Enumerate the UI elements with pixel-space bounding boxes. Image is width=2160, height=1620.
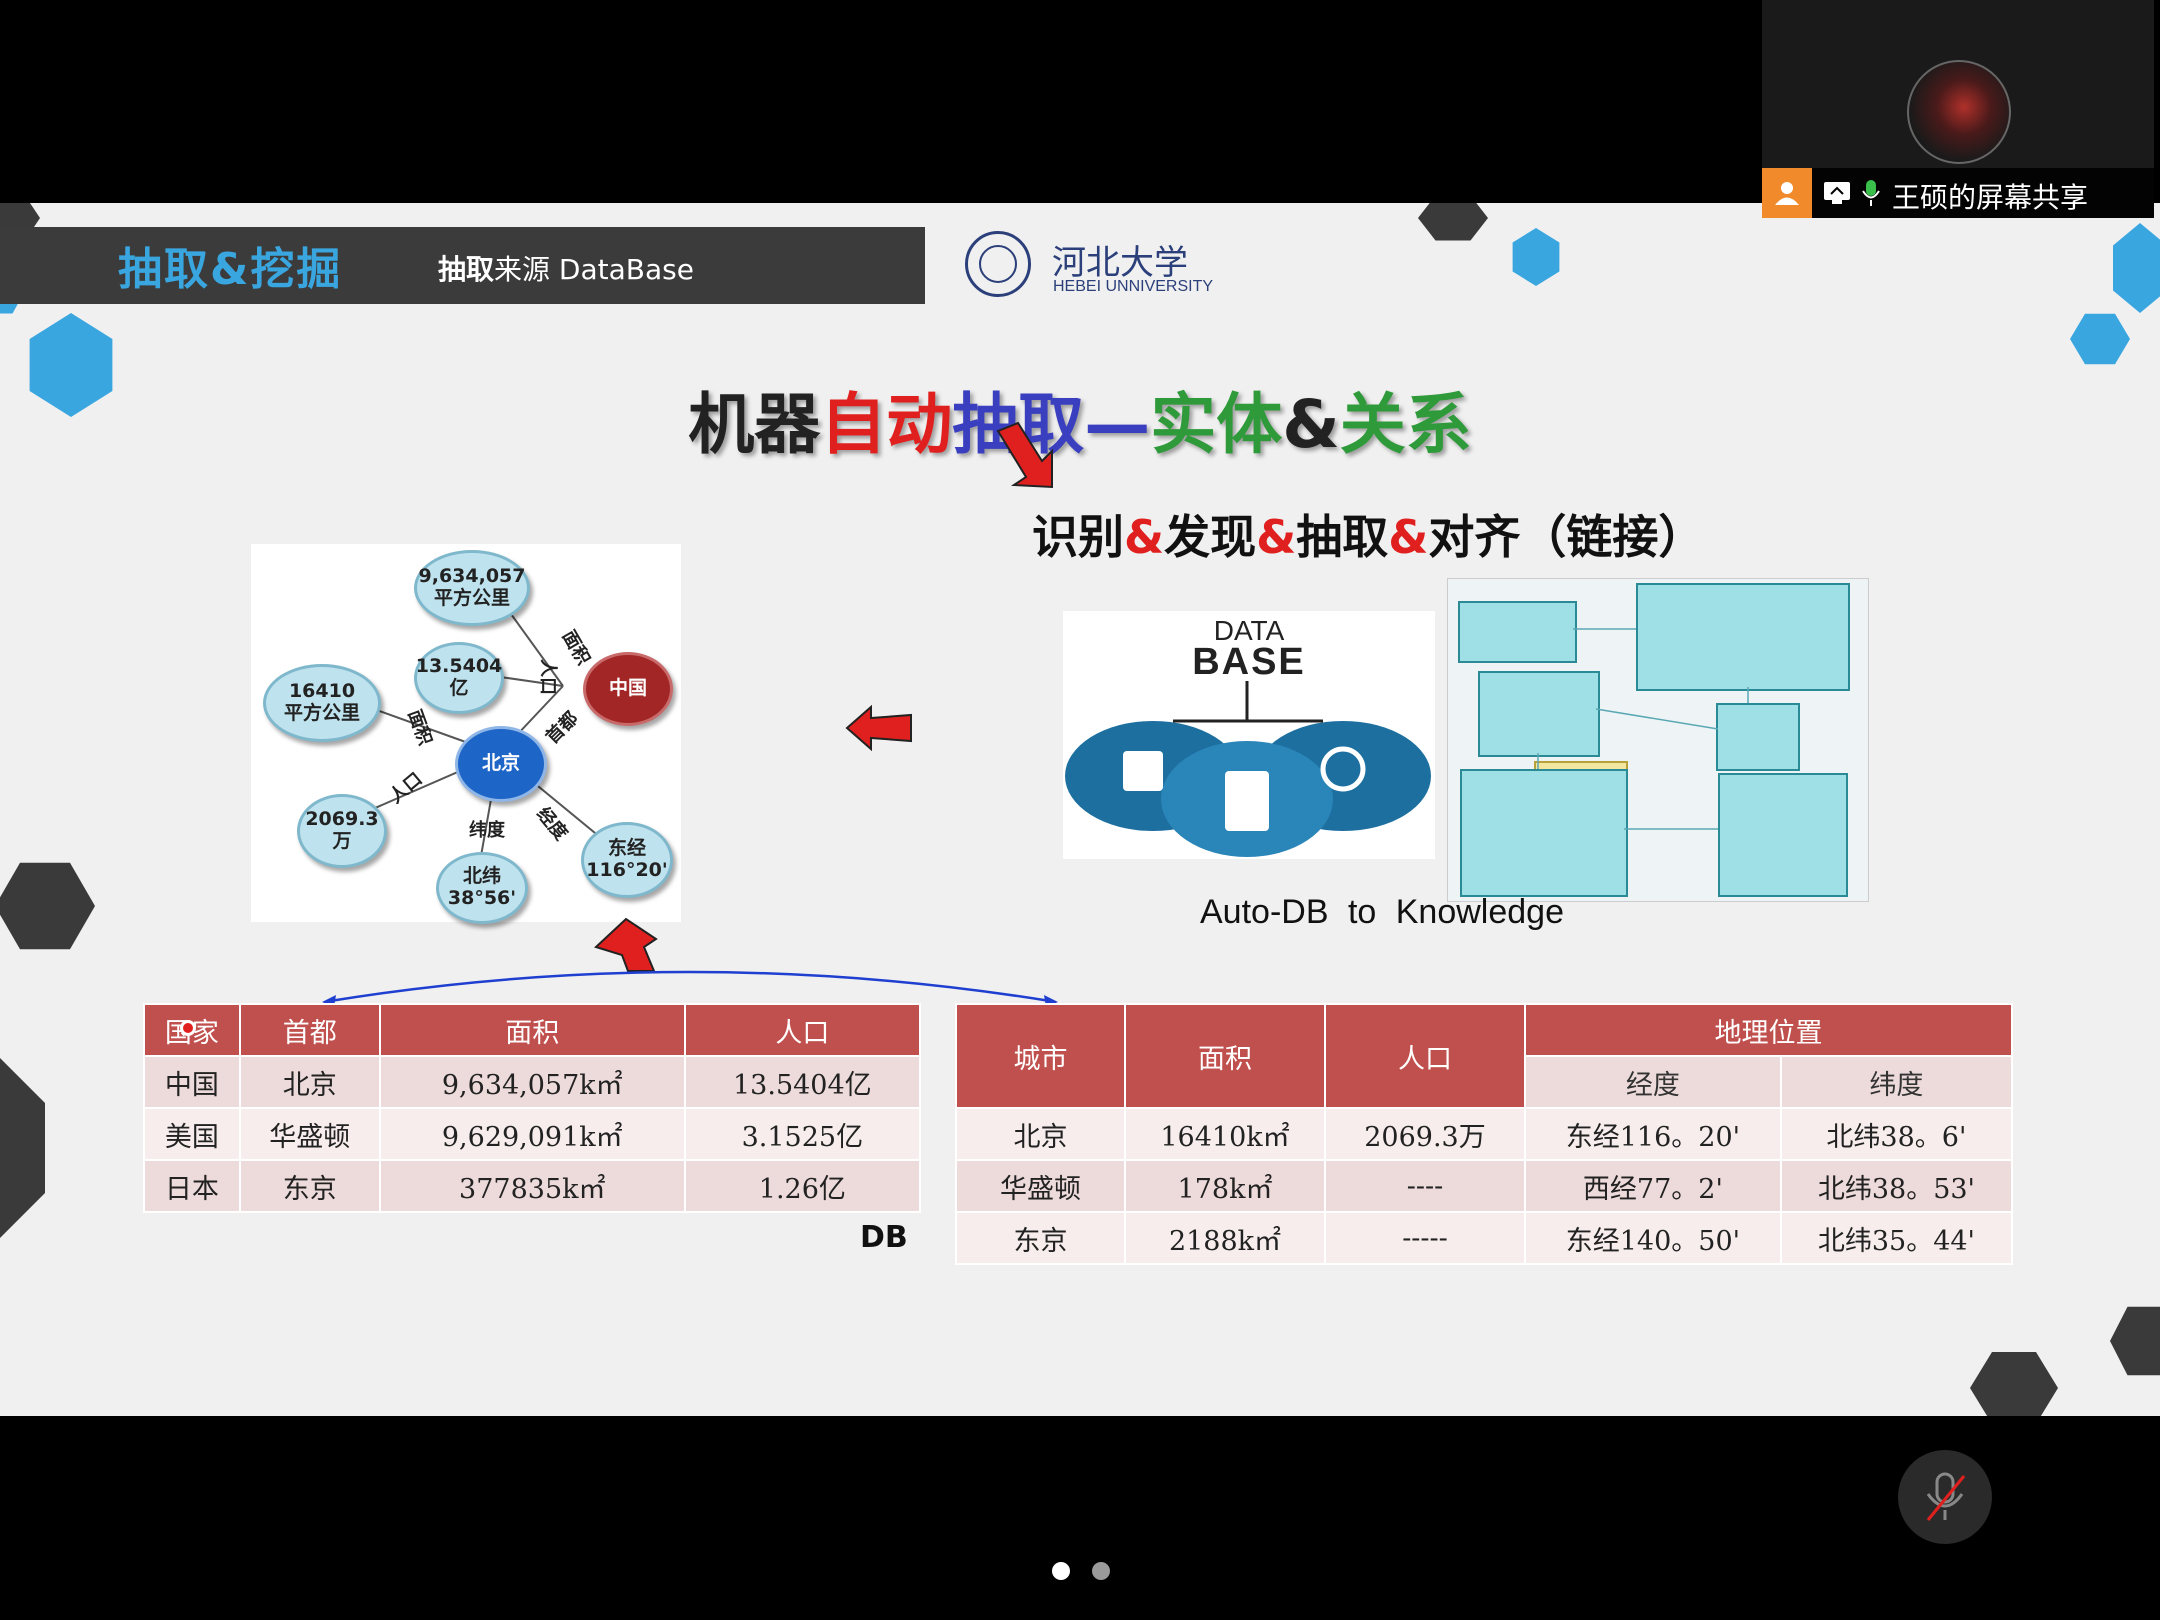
subtitle-segment: 抽取 — [1296, 510, 1389, 564]
main-title-segment: — — [1084, 386, 1151, 463]
database-cloud-image: DATA BASE — [1063, 611, 1435, 859]
subtitle-segment: 发现 — [1164, 510, 1257, 564]
mute-toggle-button[interactable] — [1898, 1450, 1992, 1544]
database-schema-image — [1447, 578, 1869, 902]
subtitle: 识别&发现&抽取&对齐（链接） — [1032, 501, 1704, 567]
header-title: 抽取&挖掘 — [118, 244, 343, 295]
col-header: 城市 — [955, 1003, 1126, 1109]
subtitle-segment: & — [1124, 510, 1165, 564]
decor-hexagon — [1512, 228, 1560, 286]
decor-hexagon — [2110, 1306, 2160, 1376]
decor-hexagon — [2070, 313, 2130, 365]
university-seal-icon — [965, 231, 1031, 297]
col-header: 人口 — [683, 1003, 922, 1057]
col-header: 首都 — [238, 1003, 381, 1057]
left-arrow-icon — [845, 704, 912, 752]
col-subheader: 经度 — [1524, 1055, 1782, 1109]
subtitle-segment: 对齐（链接） — [1428, 510, 1705, 564]
col-header: 面积 — [1124, 1003, 1326, 1109]
main-title-segment: 关系 — [1339, 386, 1472, 463]
header-subtitle-bold: 抽取 — [438, 253, 495, 286]
main-title-segment: 机器 — [688, 386, 821, 463]
page-indicator-dot[interactable] — [1052, 1562, 1070, 1580]
decor-hexagon — [2113, 223, 2160, 313]
node-china: 中国 — [583, 652, 673, 726]
microphone-icon — [1862, 180, 1880, 206]
microphone-muted-icon — [1926, 1472, 1966, 1521]
db-label: DB — [860, 1220, 908, 1255]
shared-slide: 抽取&挖掘 抽取来源 DataBase 河北大学 HEBEI UNNIVERSI… — [0, 203, 2160, 1416]
edge-label: 纬度 — [469, 820, 505, 841]
decor-hexagon — [0, 862, 95, 950]
screen-share-label: 王硕的屏幕共享 — [1892, 181, 2089, 214]
main-title-segment: & — [1282, 386, 1340, 463]
up-arrow-icon — [594, 917, 658, 972]
university-name-cn: 河北大学 — [1052, 243, 1188, 283]
main-title: 机器自动抽取—实体&关系 — [0, 371, 2160, 467]
edge-label: 人口 — [537, 659, 558, 695]
node-beijing: 北京 — [455, 726, 547, 802]
university-name-en: HEBEI UNNIVERSITY — [1053, 278, 1214, 295]
db-image-text-bottom: BASE — [1192, 641, 1306, 683]
decor-hexagon — [1970, 1352, 2058, 1416]
col-header: 地理位置 — [1524, 1003, 2013, 1057]
col-subheader: 纬度 — [1779, 1055, 2014, 1109]
col-header: 人口 — [1324, 1003, 1526, 1109]
header-bar — [0, 227, 925, 304]
main-title-segment: 实体 — [1150, 386, 1283, 463]
subtitle-segment: 识别 — [1032, 510, 1124, 564]
decor-hexagon — [0, 1058, 45, 1238]
header-subtitle-rest: 来源 DataBase — [494, 253, 694, 286]
subtitle-segment: & — [1388, 510, 1429, 564]
decor-hexagon — [1418, 203, 1488, 241]
page-indicator-dot[interactable] — [1092, 1562, 1110, 1580]
subtitle-segment: & — [1256, 510, 1297, 564]
main-title-segment: 自动 — [820, 386, 953, 463]
down-arrow-icon — [996, 421, 1053, 489]
user-icon — [1762, 168, 1812, 218]
screen-share-icon — [1824, 182, 1850, 204]
decor-hexagon — [29, 313, 113, 417]
laser-pointer-icon — [180, 1020, 196, 1036]
participant-avatar — [1907, 60, 2011, 164]
auto-db-caption: Auto-DB to Knowledge — [1200, 893, 1564, 931]
col-header: 面积 — [378, 1003, 686, 1057]
db-image-text-top: DATA — [1213, 615, 1285, 646]
header-subtitle: 抽取来源 DataBase — [438, 248, 694, 288]
